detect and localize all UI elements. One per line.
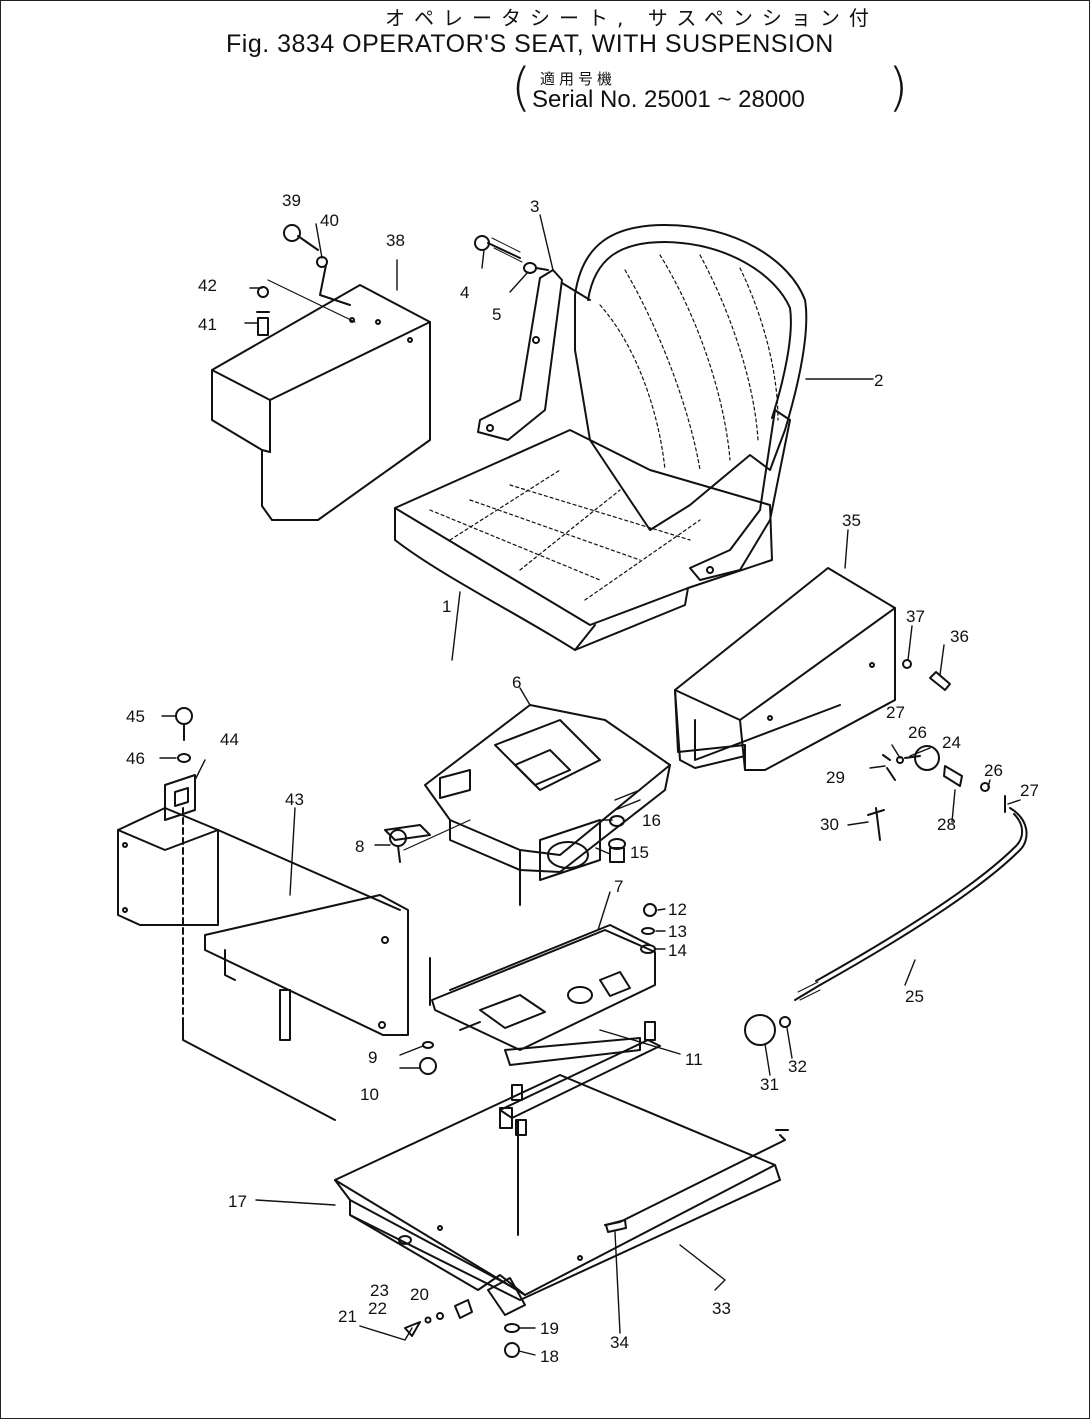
part-label-18: 18 <box>540 1347 559 1366</box>
seat-back-brackets <box>477 269 791 581</box>
part-label-6: 6 <box>512 673 521 692</box>
part-label-3: 3 <box>530 197 539 216</box>
part-label-4: 4 <box>460 283 469 302</box>
part-label-22: 22 <box>368 1299 387 1318</box>
part-label-33: 33 <box>712 1299 731 1318</box>
part-label-38: 38 <box>386 231 405 250</box>
washers-12-13-14 <box>640 903 657 954</box>
part-label-42: 42 <box>198 276 217 295</box>
part-label-39: 39 <box>282 191 301 210</box>
bolt-8 <box>389 819 471 863</box>
applicable-machines-label: 適用号機 <box>540 70 617 88</box>
part-label-45: 45 <box>126 707 145 726</box>
part-label-32: 32 <box>788 1057 807 1076</box>
part-label-23: 23 <box>370 1281 389 1300</box>
part-label-12: 12 <box>668 900 687 919</box>
nut-and-washer-18-19 <box>504 1323 520 1358</box>
part-label-24: 24 <box>942 733 961 752</box>
part-label-46: 46 <box>126 749 145 768</box>
japanese-title: オペレータシート, サスペンション付 <box>385 6 878 30</box>
part-label-5: 5 <box>492 305 501 324</box>
part-labels: 1 2 3 4 5 6 7 8 9 10 11 12 13 14 15 16 1… <box>126 191 1039 1366</box>
mounting-plate <box>117 774 409 1121</box>
part-label-16: 16 <box>642 811 661 830</box>
part-label-27b: 27 <box>1020 781 1039 800</box>
part-label-9: 9 <box>368 1048 377 1067</box>
part-label-8: 8 <box>355 837 364 856</box>
slide-rail-base <box>429 924 656 1066</box>
part-label-40: 40 <box>320 211 339 230</box>
part-label-19: 19 <box>540 1319 559 1338</box>
figure-title: Fig. 3834 OPERATOR'S SEAT, WITH SUSPENSI… <box>226 30 834 58</box>
part-label-26a: 26 <box>908 723 927 742</box>
part-label-44: 44 <box>220 730 239 749</box>
part-label-28b: 28 <box>937 815 956 834</box>
part-label-41: 41 <box>198 315 217 334</box>
part-label-7: 7 <box>614 877 623 896</box>
part-label-1: 1 <box>442 597 451 616</box>
nut-and-washer-15-16 <box>608 815 626 863</box>
floor-plate <box>334 1074 781 1316</box>
leader-lines <box>159 214 1021 1356</box>
part-label-10: 10 <box>360 1085 379 1104</box>
seat-assembly <box>394 224 808 651</box>
part-label-13: 13 <box>668 922 687 941</box>
serial-range: Serial No. 25001 ~ 28000 <box>532 86 805 113</box>
part-label-25: 25 <box>905 987 924 1006</box>
bolt-and-washer-45-46 <box>175 707 193 763</box>
small-fasteners-20-23 <box>404 1299 473 1337</box>
suspension-unit <box>384 704 671 906</box>
part-label-36: 36 <box>950 627 969 646</box>
bolt-and-washer <box>474 235 549 274</box>
part-label-2: 2 <box>874 371 883 390</box>
adjustment-linkage <box>604 745 1028 1233</box>
part-label-27a: 27 <box>886 703 905 722</box>
part-label-29: 29 <box>826 768 845 787</box>
part-label-15: 15 <box>630 843 649 862</box>
part-label-20: 20 <box>410 1285 429 1304</box>
left-armrest <box>211 224 431 521</box>
part-label-31: 31 <box>760 1075 779 1094</box>
left-parenthesis: ( <box>511 58 532 118</box>
right-armrest <box>674 567 951 771</box>
slide-rails <box>499 1039 661 1136</box>
part-label-35: 35 <box>842 511 861 530</box>
part-label-37: 37 <box>906 607 925 626</box>
part-label-11: 11 <box>685 1050 703 1069</box>
nut-and-washer-9-10 <box>419 1041 437 1075</box>
right-parenthesis: ) <box>888 58 909 118</box>
part-label-14: 14 <box>668 941 687 960</box>
part-label-43: 43 <box>285 790 304 809</box>
part-label-17: 17 <box>228 1192 247 1211</box>
part-label-21: 21 <box>338 1307 357 1326</box>
part-label-30: 30 <box>820 815 839 834</box>
part-label-34: 34 <box>610 1333 629 1352</box>
part-label-26b: 26 <box>984 761 1003 780</box>
